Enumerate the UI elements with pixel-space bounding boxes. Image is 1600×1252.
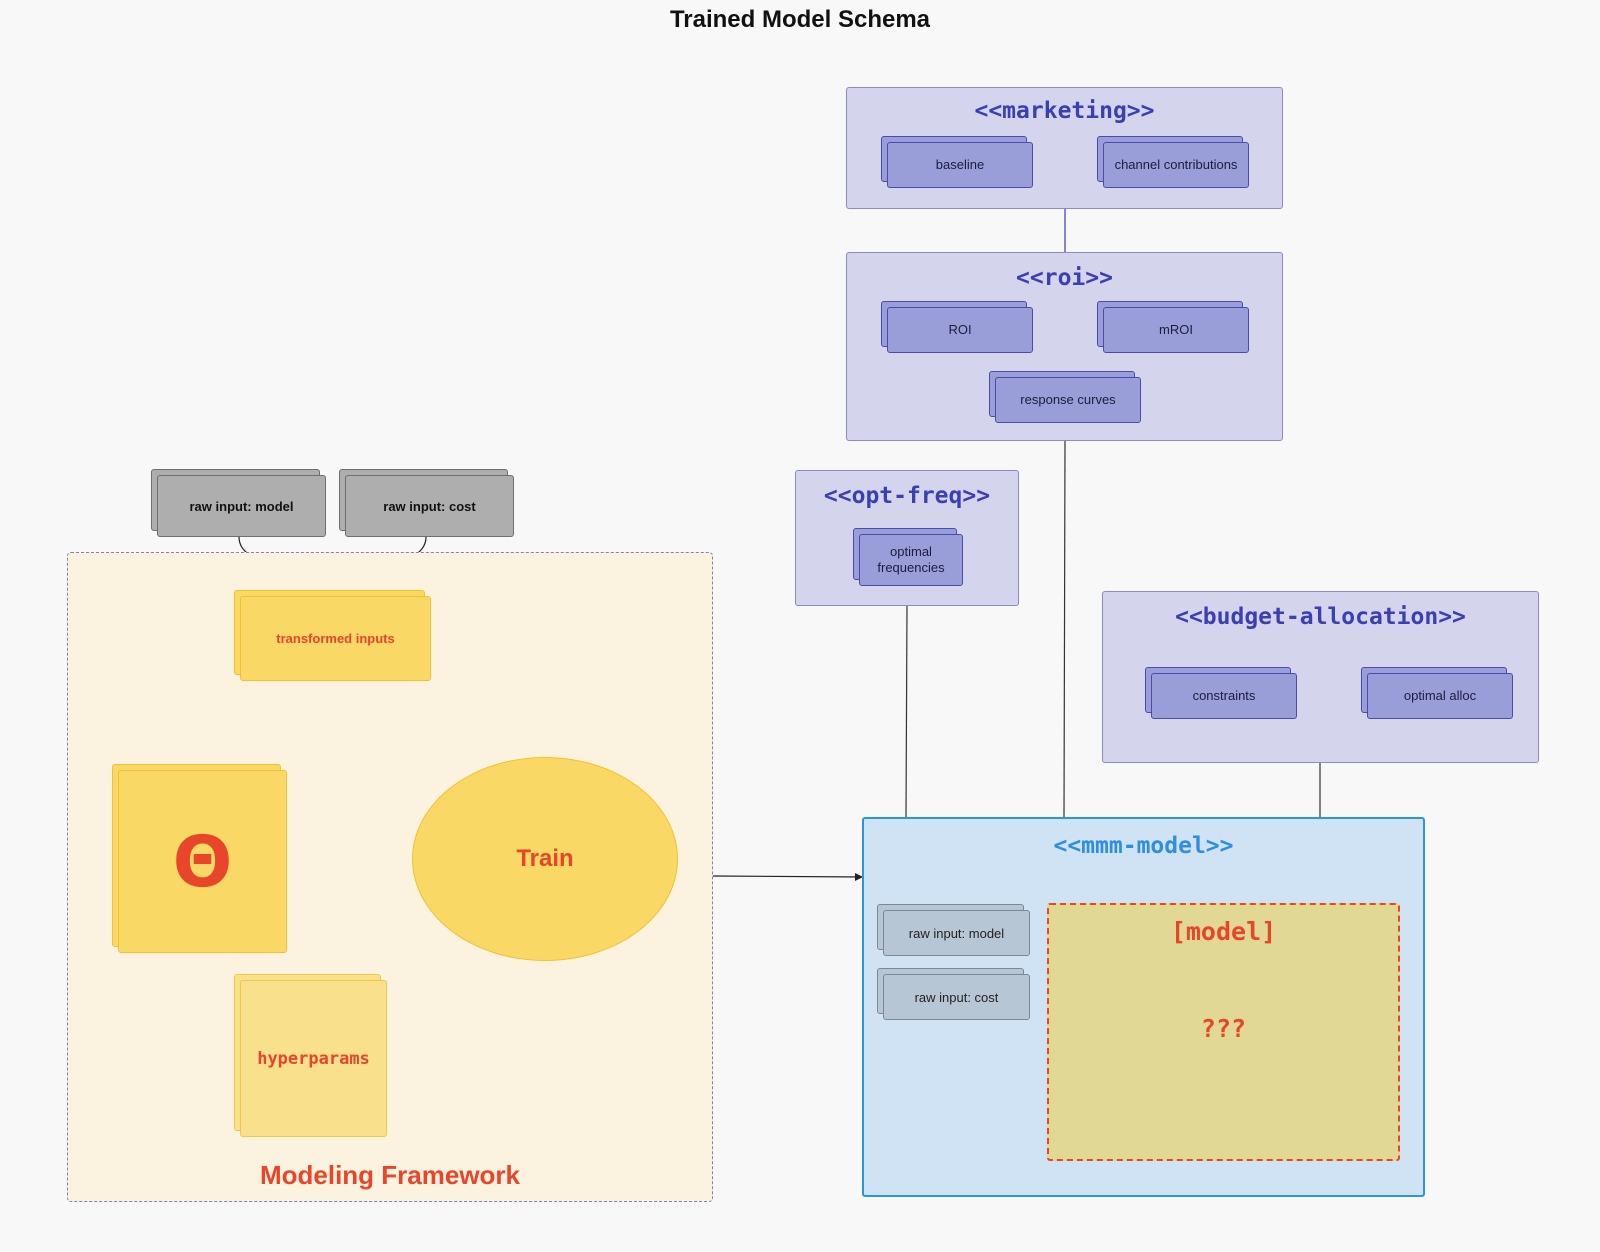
marketing-group[interactable]: <<marketing>> baseline channel contribut… — [846, 87, 1283, 209]
transformed-inputs-card[interactable]: transformed inputs — [234, 590, 431, 681]
opt-freq-title: <<opt-freq>> — [823, 483, 991, 509]
mroi-label: mROI — [1103, 307, 1249, 353]
model-box-title: [model] — [1170, 917, 1277, 946]
mmm-raw-input-cost-label: raw input: cost — [883, 974, 1030, 1020]
mmm-raw-input-model-label: raw input: model — [883, 910, 1030, 956]
baseline-label: baseline — [887, 142, 1033, 188]
constraints-card[interactable]: constraints — [1145, 667, 1297, 719]
mmm-model-title: <<mmm-model>> — [1053, 833, 1234, 859]
optimal-frequencies-line2: frequencies — [877, 560, 945, 575]
modeling-framework-label: Modeling Framework — [259, 1160, 521, 1190]
hyperparams-card[interactable]: hyperparams — [234, 974, 387, 1137]
response-curves-card[interactable]: response curves — [989, 371, 1141, 423]
connector-roi-mmm — [1063, 440, 1066, 818]
theta-card[interactable]: Θ — [112, 764, 287, 953]
train-ellipse[interactable]: Train — [412, 757, 678, 961]
transformed-inputs-label: transformed inputs — [240, 596, 431, 681]
mmm-raw-input-model-card[interactable]: raw input: model — [877, 904, 1030, 956]
raw-input-cost-label: raw input: cost — [345, 475, 514, 537]
response-curves-label: response curves — [995, 377, 1141, 423]
channel-contributions-card[interactable]: channel contributions — [1097, 136, 1249, 188]
connector-optfreq-mmm — [905, 605, 908, 818]
roi-group[interactable]: <<roi>> ROI mROI response curves — [846, 252, 1283, 441]
marketing-title: <<marketing>> — [974, 98, 1155, 124]
opt-freq-group[interactable]: <<opt-freq>> optimal frequencies — [795, 470, 1019, 606]
optimal-alloc-label: optimal alloc — [1367, 673, 1513, 719]
channel-contributions-label: channel contributions — [1103, 142, 1249, 188]
hyperparams-label: hyperparams — [240, 980, 387, 1137]
theta-symbol: Θ — [118, 770, 287, 953]
roi-label: ROI — [887, 307, 1033, 353]
mroi-card[interactable]: mROI — [1097, 301, 1249, 353]
budget-allocation-title: <<budget-allocation>> — [1175, 604, 1466, 630]
model-box-unknown: ??? — [1200, 1014, 1247, 1043]
page-title: Trained Model Schema — [669, 6, 931, 33]
optimal-alloc-card[interactable]: optimal alloc — [1361, 667, 1513, 719]
baseline-card[interactable]: baseline — [881, 136, 1033, 188]
budget-allocation-group[interactable]: <<budget-allocation>> constraints optima… — [1102, 591, 1539, 763]
roi-card[interactable]: ROI — [881, 301, 1033, 353]
optimal-frequencies-label: optimal frequencies — [859, 534, 963, 586]
constraints-label: constraints — [1151, 673, 1297, 719]
model-box[interactable]: [model] ??? — [1047, 903, 1400, 1161]
optimal-frequencies-card[interactable]: optimal frequencies — [853, 528, 963, 586]
arrow-framework-mmm — [712, 872, 863, 881]
optimal-frequencies-line1: optimal — [890, 544, 932, 559]
raw-input-cost-card[interactable]: raw input: cost — [339, 469, 514, 537]
raw-input-model-label: raw input: model — [157, 475, 326, 537]
mmm-raw-input-cost-card[interactable]: raw input: cost — [877, 968, 1030, 1020]
raw-input-model-card[interactable]: raw input: model — [151, 469, 326, 537]
roi-title: <<roi>> — [1016, 265, 1113, 291]
